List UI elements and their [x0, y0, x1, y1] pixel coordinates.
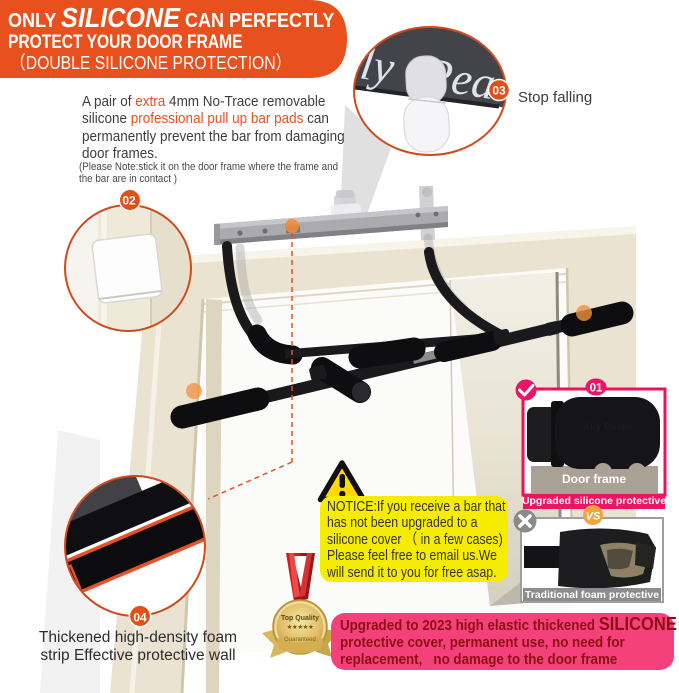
svg-text:02: 02 [122, 194, 136, 208]
svg-text:Ally Peaks: Ally Peaks [583, 422, 633, 433]
svg-text:Engineered Excellence: Engineered Excellence [572, 438, 644, 445]
svg-text:04: 04 [133, 611, 147, 625]
svg-text:03: 03 [492, 84, 506, 98]
svg-text:VS: VS [586, 511, 601, 523]
svg-text:01: 01 [590, 383, 603, 395]
